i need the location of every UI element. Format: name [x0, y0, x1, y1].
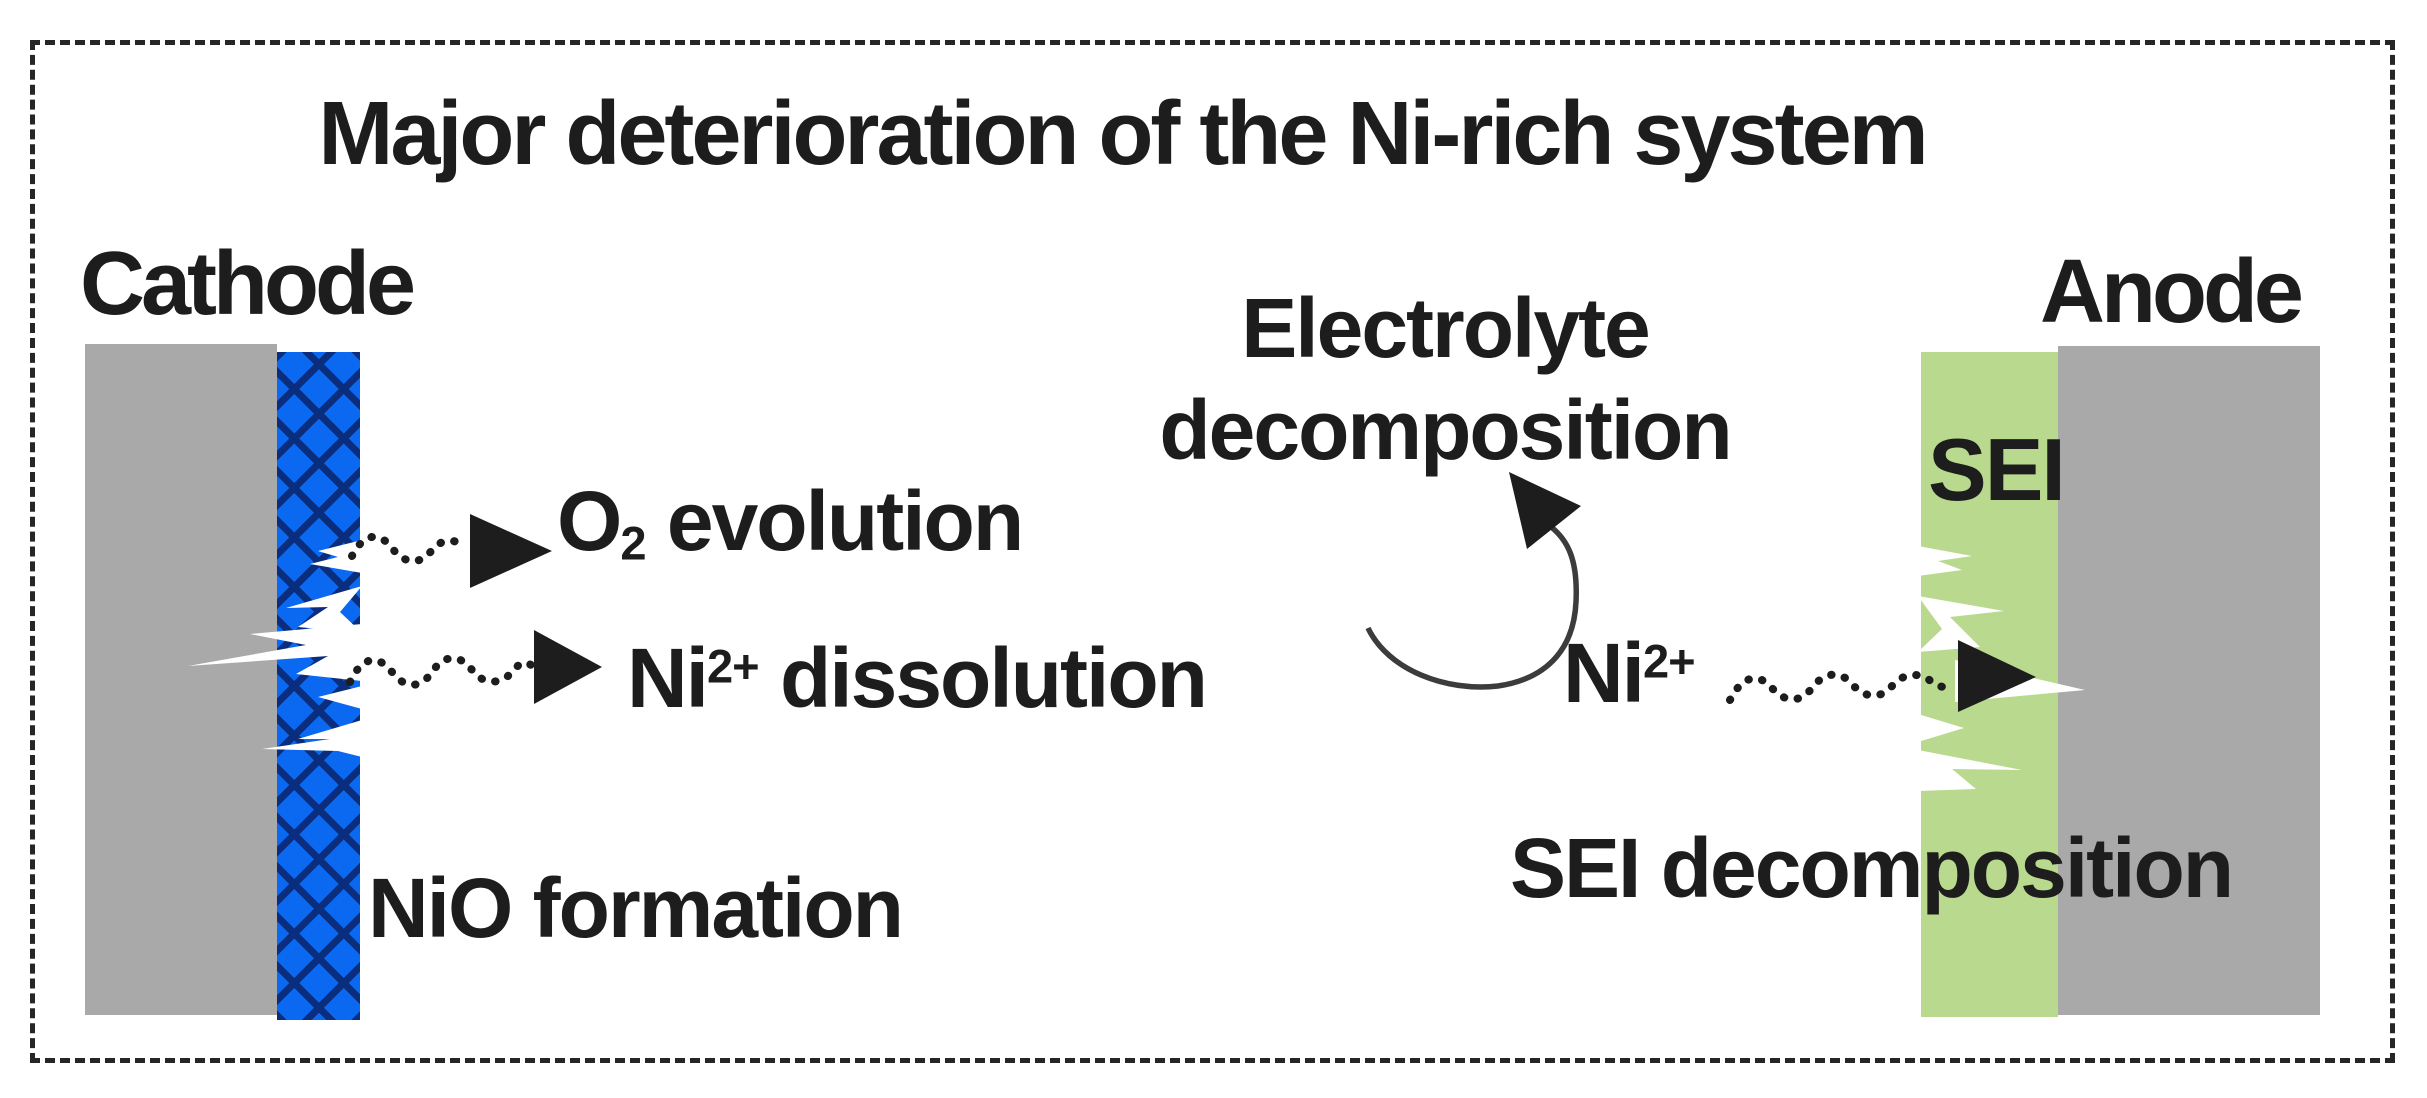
crack-icon [188, 624, 362, 681]
migrating-ni-ion-label: Ni2+ [1563, 631, 1696, 715]
o2-subscript: 2 [620, 516, 646, 570]
sei-decomposition-label: SEI decomposition [1510, 821, 2234, 915]
crack-icon [1918, 750, 2022, 791]
crack-icon [310, 540, 362, 573]
crack-icon [1918, 714, 1964, 742]
arrowhead-icon [470, 514, 552, 588]
curved-arrow-icon [1365, 523, 1579, 690]
o2-evolution-text: evolution [645, 474, 1024, 568]
o2-element: O [557, 474, 622, 568]
crack-icon [1918, 546, 1972, 576]
electrolyte-decomposition-label-line2: decomposition [1159, 383, 1732, 477]
nio-formation-label: NiO formation [368, 861, 904, 955]
electrolyte-decomposition-label-line1: Electrolyte [1241, 281, 1651, 375]
anode-slab [2058, 346, 2320, 1015]
ni-dissolution-label: Ni2+ dissolution [627, 636, 1208, 720]
ni-charge-superscript: 2+ [707, 639, 760, 693]
arrowhead-icon [534, 630, 602, 704]
crack-icon [1918, 596, 2004, 652]
sei-layer-label: SEI [1928, 420, 2066, 519]
crack-icon [262, 720, 362, 757]
crack-icon [318, 686, 362, 709]
ni-ion-symbol: Ni [1563, 626, 1645, 720]
arrowhead-icon [1958, 640, 2036, 712]
ni-ion-symbol: Ni [627, 631, 709, 725]
dotted-wavy-arrow [1726, 670, 1956, 704]
cathode-slab [85, 344, 277, 1015]
cathode-coating-crosshatch [277, 352, 360, 1020]
o2-evolution-label: O2 evolution [557, 479, 1024, 570]
cathode-label: Cathode [80, 234, 416, 334]
ni-dissolution-text: dissolution [758, 631, 1208, 725]
crack-icon [286, 586, 362, 633]
diagram-title: Major deterioration of the Ni-rich syste… [318, 84, 1928, 184]
dotted-wavy-arrow [348, 533, 470, 565]
dotted-wavy-arrow [346, 654, 536, 689]
arrowhead-icon [1509, 472, 1581, 549]
dashed-border [30, 40, 2395, 1063]
anode-label: Anode [2040, 242, 2304, 342]
ni-charge-superscript: 2+ [1643, 634, 1696, 688]
